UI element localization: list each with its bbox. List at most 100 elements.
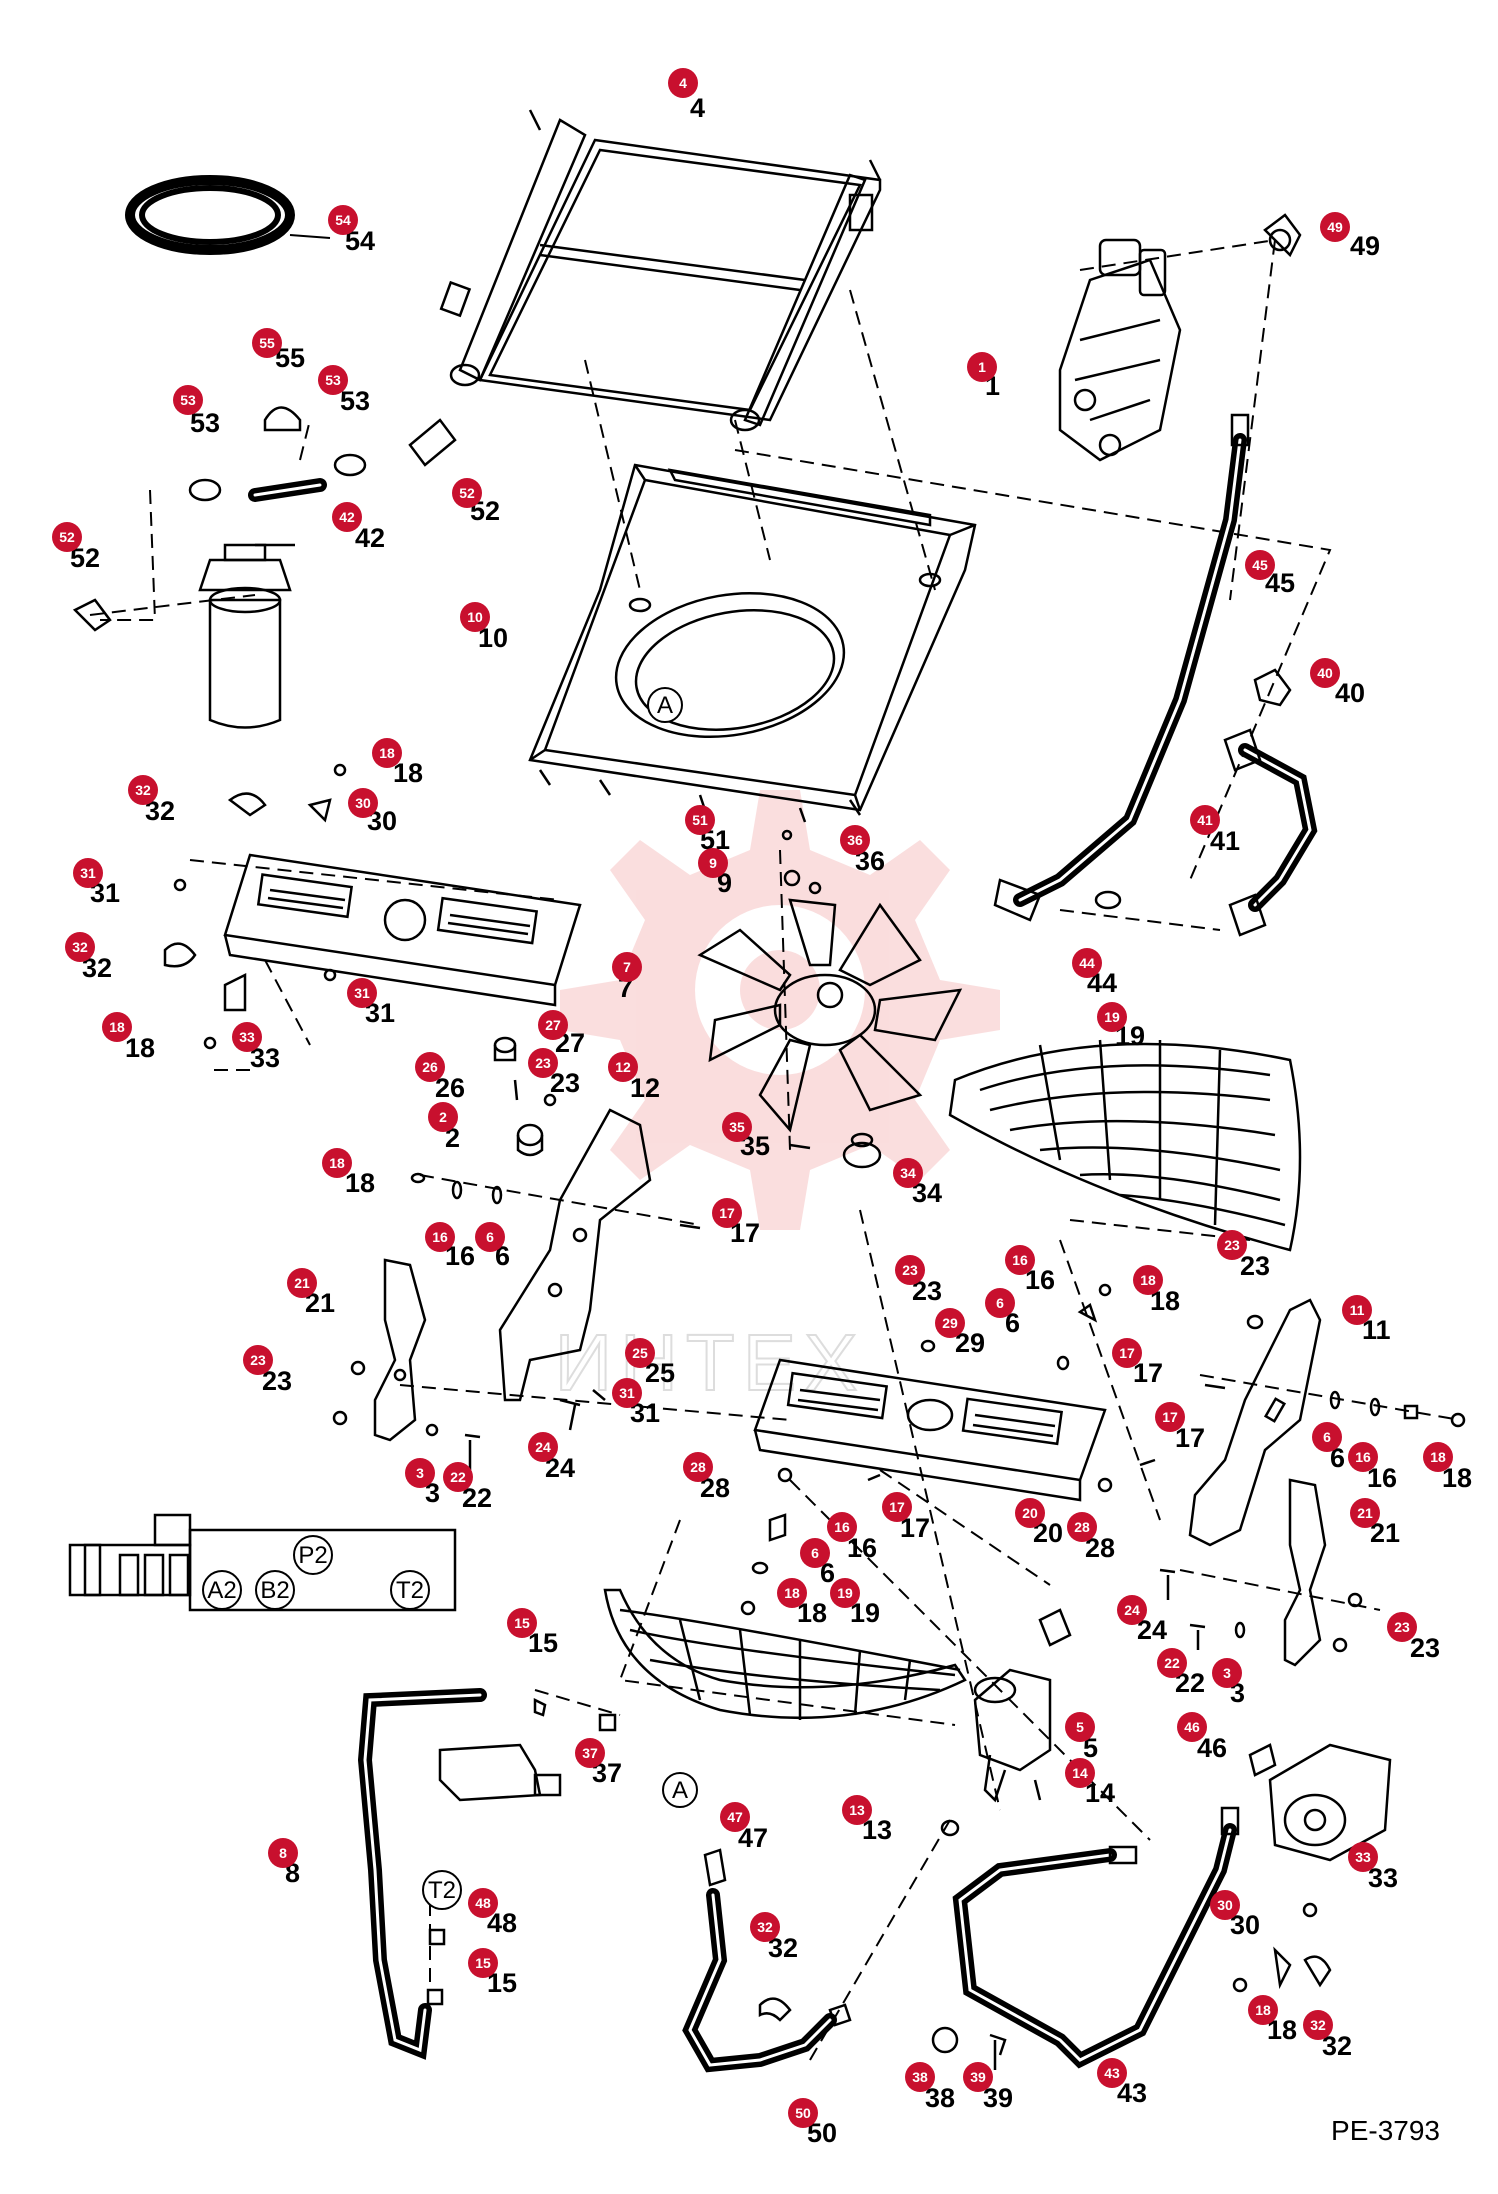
part-number-badge[interactable]: 17 (712, 1198, 742, 1228)
part-number-badge[interactable]: 32 (750, 1912, 780, 1942)
part-number-badge[interactable]: 17 (1112, 1338, 1142, 1368)
part-number-badge[interactable]: 40 (1310, 658, 1340, 688)
part-number-badge[interactable]: 18 (777, 1578, 807, 1608)
part-number-badge[interactable]: 52 (52, 522, 82, 552)
callout: 66 (475, 1222, 510, 1271)
part-number-badge[interactable]: 6 (800, 1538, 830, 1568)
part-number-badge[interactable]: 19 (1097, 1002, 1127, 1032)
part-number-badge[interactable]: 32 (65, 932, 95, 962)
part-number-badge[interactable]: 16 (1348, 1442, 1378, 1472)
part-number-badge[interactable]: 30 (1210, 1890, 1240, 1920)
part-number-badge[interactable]: 15 (468, 1948, 498, 1978)
part-number-badge[interactable]: 42 (332, 502, 362, 532)
part-number-badge[interactable]: 4 (668, 68, 698, 98)
part-number-badge[interactable]: 17 (1155, 1402, 1185, 1432)
part-number-badge[interactable]: 25 (625, 1338, 655, 1368)
callout: 55 (1065, 1712, 1098, 1763)
part-number-badge[interactable]: 6 (475, 1222, 505, 1252)
part-number-badge[interactable]: 18 (372, 738, 402, 768)
part-number-badge[interactable]: 29 (935, 1308, 965, 1338)
part-number-badge[interactable]: 22 (1157, 1648, 1187, 1678)
part-number-badge[interactable]: 22 (443, 1462, 473, 1492)
part-number-badge-text: 18 (1140, 1272, 1156, 1288)
part-number-badge[interactable]: 14 (1065, 1758, 1095, 1788)
part-number-badge[interactable]: 31 (612, 1378, 642, 1408)
part-number-badge[interactable]: 24 (1117, 1595, 1147, 1625)
part-number-badge[interactable]: 43 (1097, 2058, 1127, 2088)
part-number-badge[interactable]: 16 (827, 1512, 857, 1542)
part-number-badge[interactable]: 16 (425, 1222, 455, 1252)
part-number-badge-text: 31 (80, 865, 96, 881)
part-number-badge[interactable]: 33 (232, 1022, 262, 1052)
part-number-badge[interactable]: 5 (1065, 1712, 1095, 1742)
part-number-badge[interactable]: 32 (1303, 2010, 1333, 2040)
part-number-badge[interactable]: 28 (683, 1452, 713, 1482)
part-number-badge[interactable]: 2 (428, 1102, 458, 1132)
part-number-badge[interactable]: 13 (842, 1795, 872, 1825)
part-number-badge[interactable]: 10 (460, 602, 490, 632)
part-number-badge[interactable]: 51 (685, 805, 715, 835)
part-number-badge[interactable]: 30 (348, 788, 378, 818)
part-number-badge[interactable]: 18 (1248, 1995, 1278, 2025)
part-number-badge[interactable]: 12 (608, 1052, 638, 1082)
part-number-badge[interactable]: 49 (1320, 212, 1350, 242)
part-number-badge[interactable]: 45 (1245, 550, 1275, 580)
part-number-badge[interactable]: 21 (287, 1268, 317, 1298)
part-number-badge[interactable]: 41 (1190, 805, 1220, 835)
part-number-badge[interactable]: 34 (893, 1158, 923, 1188)
part-number-badge[interactable]: 50 (788, 2098, 818, 2128)
part-number-badge[interactable]: 23 (528, 1048, 558, 1078)
part-number-badge[interactable]: 17 (882, 1492, 912, 1522)
part-number-badge[interactable]: 55 (252, 328, 282, 358)
part-number-badge[interactable]: 44 (1072, 948, 1102, 978)
part-number-badge[interactable]: 6 (1312, 1422, 1342, 1452)
part-number-badge[interactable]: 37 (575, 1738, 605, 1768)
part-number-badge[interactable]: 48 (468, 1888, 498, 1918)
part-number-badge[interactable]: 23 (895, 1255, 925, 1285)
part-number-badge[interactable]: 23 (1217, 1230, 1247, 1260)
part-number-badge[interactable]: 1 (967, 352, 997, 382)
part-number-badge[interactable]: 3 (1212, 1658, 1242, 1688)
part-number-badge[interactable]: 20 (1015, 1498, 1045, 1528)
part-number-badge[interactable]: 47 (720, 1802, 750, 1832)
part-number-badge[interactable]: 33 (1348, 1842, 1378, 1872)
part-number-badge[interactable]: 23 (1387, 1612, 1417, 1642)
part-number-badge[interactable]: 35 (722, 1112, 752, 1142)
part-number-badge[interactable]: 54 (328, 205, 358, 235)
part-number-badge[interactable]: 24 (528, 1432, 558, 1462)
part-number-badge[interactable]: 39 (963, 2062, 993, 2092)
part-number-badge[interactable]: 18 (322, 1148, 352, 1178)
part-number-badge[interactable]: 3 (405, 1458, 435, 1488)
part-number-badge[interactable]: 23 (243, 1345, 273, 1375)
part-number-badge[interactable]: 11 (1342, 1295, 1372, 1325)
part-number-badge[interactable]: 53 (173, 385, 203, 415)
part-number-badge[interactable]: 26 (415, 1052, 445, 1082)
part-number-badge[interactable]: 18 (1423, 1442, 1453, 1472)
part-number-badge[interactable]: 31 (73, 858, 103, 888)
part-number-badge[interactable]: 52 (452, 478, 482, 508)
part-number-badge[interactable]: 38 (905, 2062, 935, 2092)
part-number-badge-text: 55 (259, 335, 275, 351)
part-number-badge[interactable]: 16 (1005, 1245, 1035, 1275)
part-number-badge[interactable]: 27 (538, 1010, 568, 1040)
part-number-badge[interactable]: 36 (840, 825, 870, 855)
part-number-badge[interactable]: 31 (347, 978, 377, 1008)
part-number-badge[interactable]: 18 (102, 1012, 132, 1042)
part-number-badge[interactable]: 9 (698, 848, 728, 878)
part-number-badge[interactable]: 7 (612, 952, 642, 982)
part-number-badge[interactable]: 53 (318, 365, 348, 395)
part-number-badge[interactable]: 15 (507, 1608, 537, 1638)
part-number-badge[interactable]: 8 (268, 1838, 298, 1868)
part-number-badge[interactable]: 46 (1177, 1712, 1207, 1742)
part-number-badge[interactable]: 6 (985, 1288, 1015, 1318)
part-number-badge[interactable]: 19 (830, 1578, 860, 1608)
part-number-badge[interactable]: 28 (1067, 1512, 1097, 1542)
part-number-badge[interactable]: 21 (1350, 1498, 1380, 1528)
part-number-badge[interactable]: 32 (128, 775, 158, 805)
part-number-badge[interactable]: 18 (1133, 1265, 1163, 1295)
